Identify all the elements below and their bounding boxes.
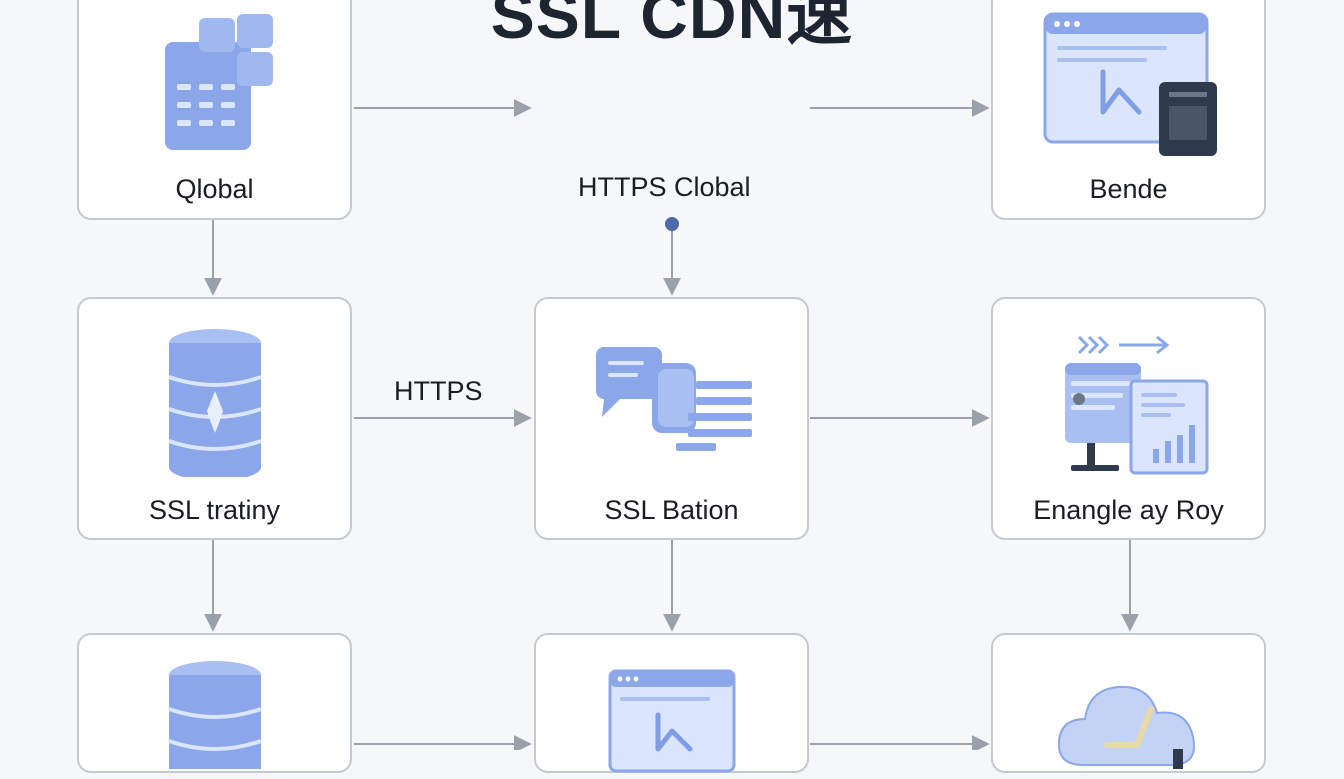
database-icon xyxy=(168,661,262,769)
cloud-icon xyxy=(1057,685,1195,769)
connector-dot xyxy=(665,217,679,231)
node-enangle-ay-roy[interactable]: Enangle ay Roy xyxy=(991,297,1266,540)
node-label: SSL tratiny xyxy=(148,495,281,525)
edge-label-https-clobal: HTTPS Clobal xyxy=(578,172,751,202)
database-icon xyxy=(168,329,262,477)
node-row3-database[interactable] xyxy=(77,633,352,773)
node-qlobal[interactable]: Qlobal xyxy=(77,0,352,220)
node-label: Qlobal xyxy=(175,174,254,204)
node-bende[interactable]: Bende xyxy=(991,0,1266,220)
node-ssl-tratiny[interactable]: SSL tratiny xyxy=(77,297,352,540)
dashboard-analytics-icon xyxy=(1065,335,1209,475)
edge-label-https: HTTPS xyxy=(394,376,483,406)
node-row3-browser[interactable] xyxy=(534,633,809,773)
node-label: SSL Bation xyxy=(604,495,739,525)
browser-chart-icon xyxy=(608,669,736,773)
node-label: Bende xyxy=(1089,174,1168,204)
node-row3-cloud[interactable] xyxy=(991,633,1266,773)
table-grid-icon xyxy=(165,14,273,150)
node-ssl-bation[interactable]: SSL Bation xyxy=(534,297,809,540)
connectors xyxy=(204,99,1139,750)
chat-icon xyxy=(596,347,752,451)
diagram-title: SSL CDN速 xyxy=(490,0,854,52)
browser-chart-icon xyxy=(1043,12,1217,156)
node-label: Enangle ay Roy xyxy=(1033,495,1224,525)
